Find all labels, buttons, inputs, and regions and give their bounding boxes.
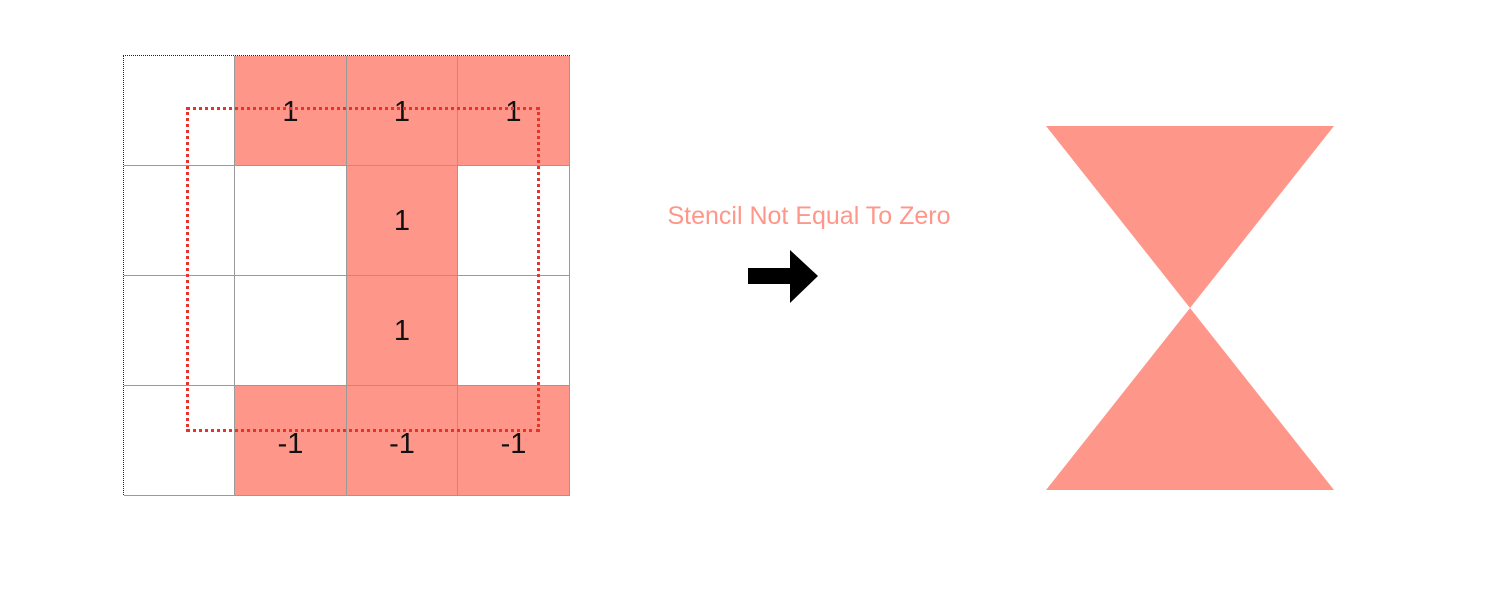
cell-value: -1 [389, 428, 415, 460]
cell-value: -1 [500, 428, 527, 460]
grid-cell-1-2: 1 [347, 166, 458, 276]
cell-value: 1 [505, 96, 522, 128]
grid-cell-2-3 [458, 276, 570, 386]
cell-value: 1 [282, 96, 299, 128]
grid-cell-1-3 [458, 166, 570, 276]
cell-value: -1 [277, 428, 304, 460]
grid-cell-1-0 [124, 166, 235, 276]
hourglass-shape [1046, 126, 1334, 490]
bottom-triangle [1046, 308, 1334, 490]
grid-cell-2-0 [124, 276, 235, 386]
grid-cell-2-1 [235, 276, 347, 386]
grid-cell-1-1 [235, 166, 347, 276]
grid-cell-3-1: -1 [235, 386, 347, 496]
grid-cell-3-0 [124, 386, 235, 496]
grid-cell-0-3: 1 [458, 56, 570, 166]
stencil-rule-label: Stencil Not Equal To Zero [667, 202, 951, 230]
grid-cell-0-0 [124, 56, 235, 166]
grid-cell-0-1: 1 [235, 56, 347, 166]
top-triangle [1046, 126, 1334, 308]
grid-cell-3-2: -1 [347, 386, 458, 496]
grid-cell-2-2: 1 [347, 276, 458, 386]
stencil-grid: 1 1 1 1 1 -1 -1 -1 [123, 55, 570, 496]
right-arrow-icon [748, 250, 818, 303]
grid-cell-3-3: -1 [458, 386, 570, 496]
cell-value: 1 [393, 96, 411, 128]
cell-value: 1 [393, 315, 411, 347]
grid-cell-0-2: 1 [347, 56, 458, 166]
cell-value: 1 [393, 205, 411, 237]
